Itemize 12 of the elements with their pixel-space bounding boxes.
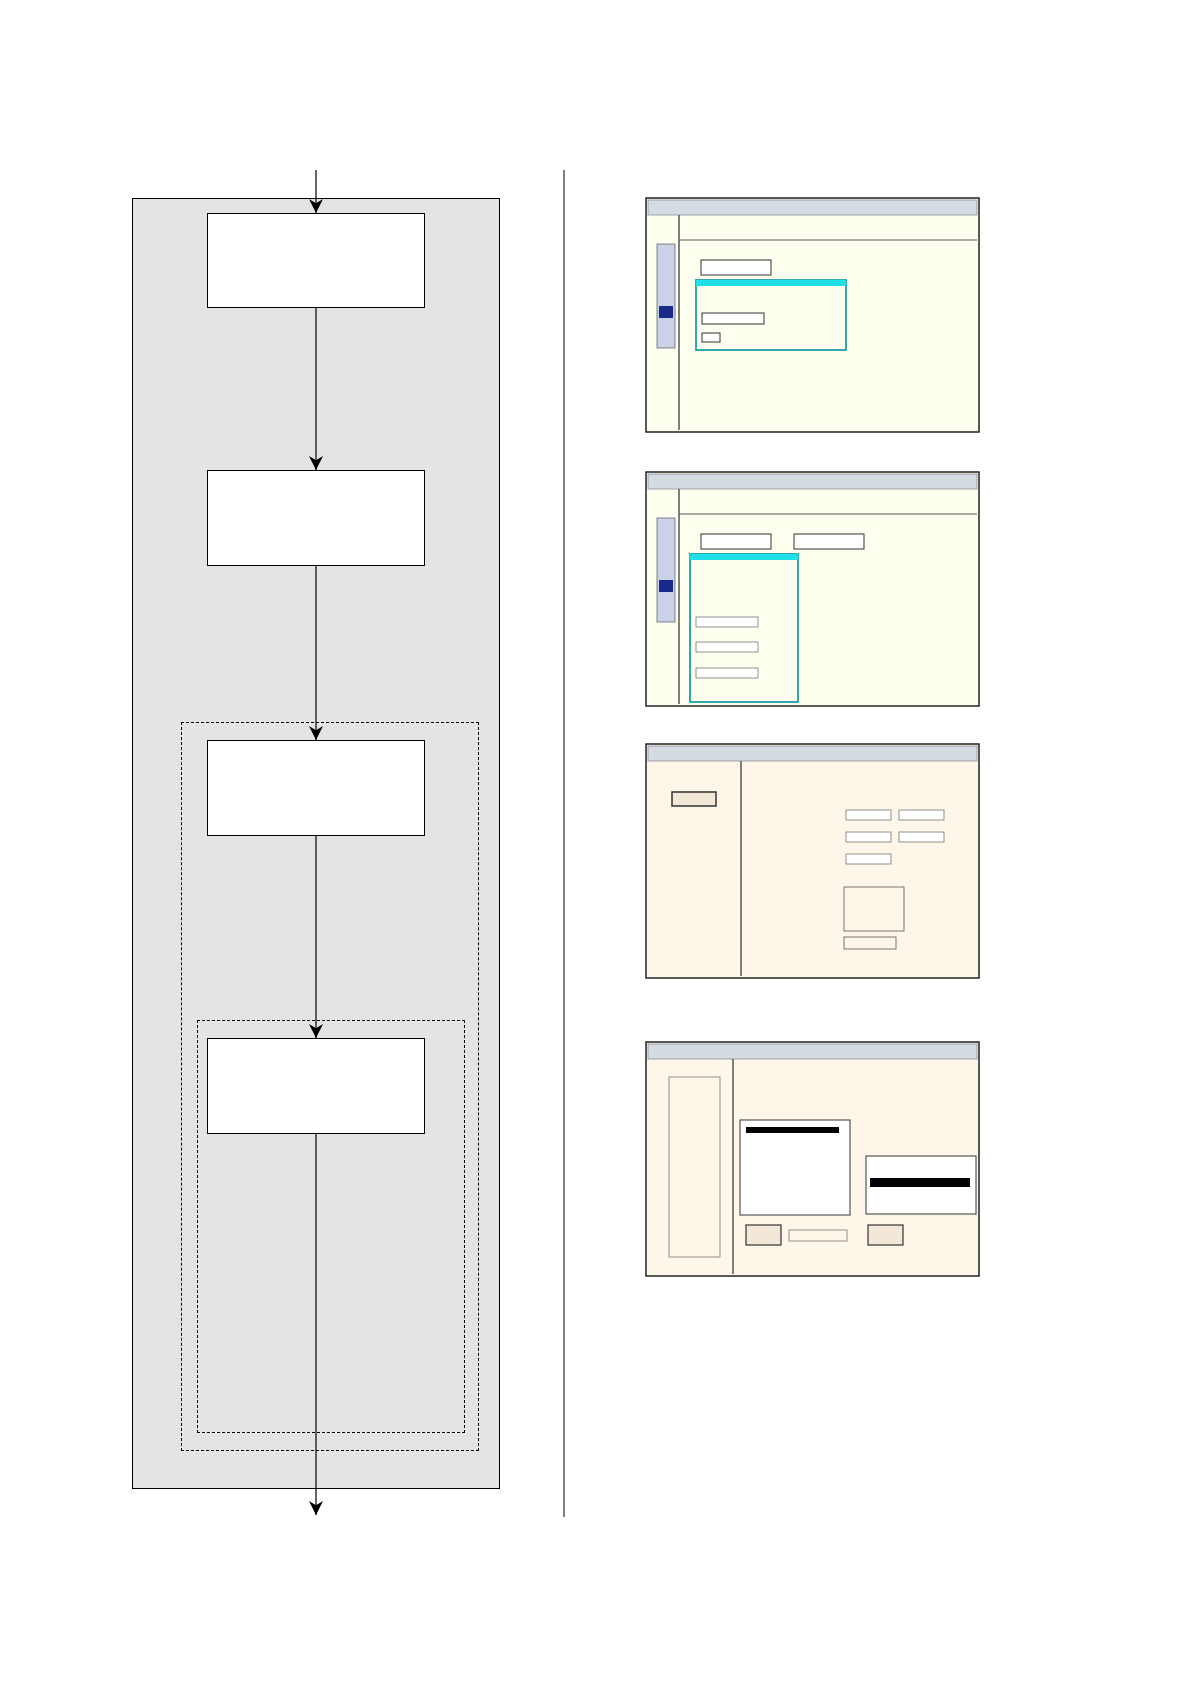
process-box bbox=[207, 740, 425, 836]
arrow bbox=[309, 307, 323, 471]
process-box bbox=[207, 470, 425, 566]
arrow bbox=[309, 835, 323, 1039]
dashed-group-frame bbox=[181, 722, 479, 1451]
process-box bbox=[207, 213, 425, 308]
process-box bbox=[207, 1038, 425, 1134]
arrow bbox=[309, 565, 323, 741]
arrow bbox=[309, 169, 323, 214]
dashed-group-frame bbox=[197, 1020, 465, 1433]
arrow bbox=[309, 1133, 323, 1516]
background-panel bbox=[132, 198, 500, 1489]
